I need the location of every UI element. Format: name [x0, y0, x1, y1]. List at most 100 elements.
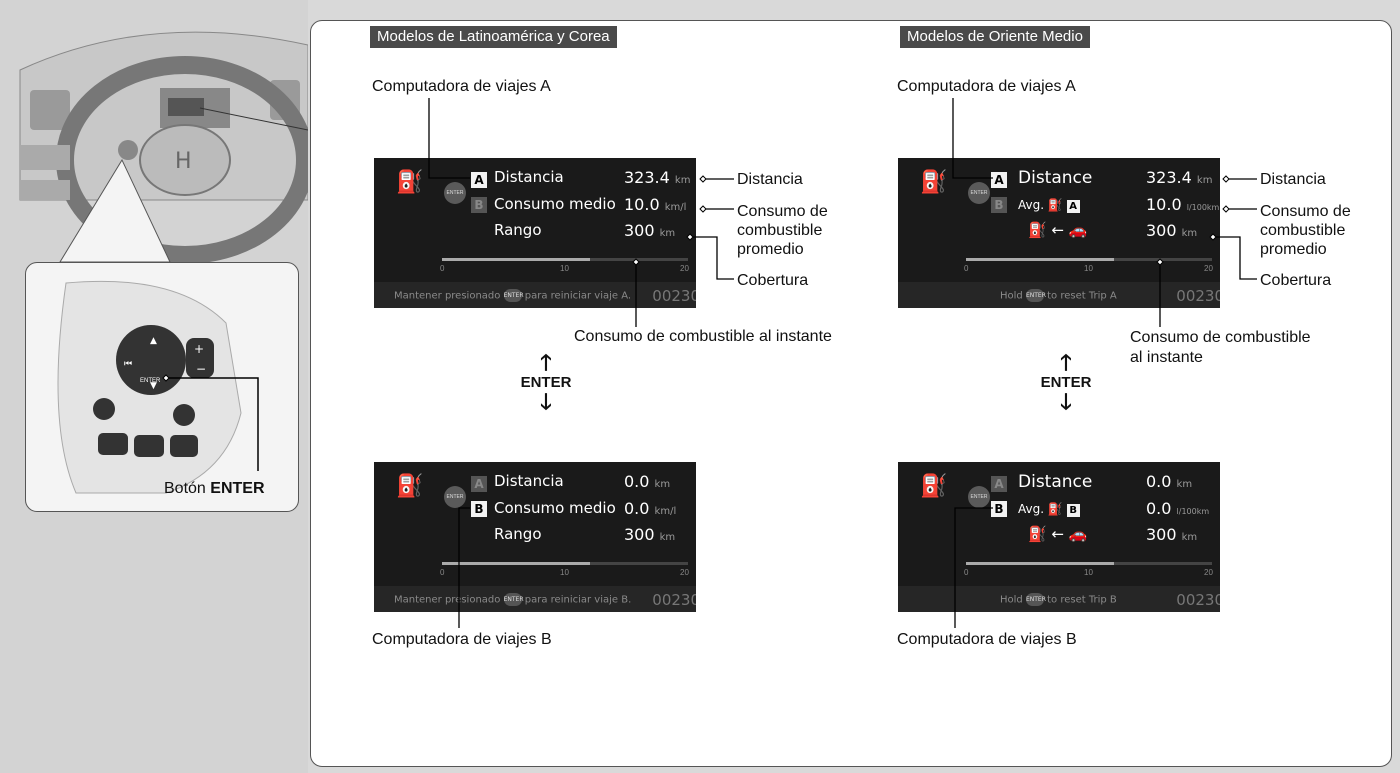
dashboard-illustration: H — [19, 31, 314, 264]
trip-b-title-mideast: Computadora de viajes B — [897, 631, 1077, 648]
range-number: 300 — [1146, 221, 1177, 240]
range-label: Rango — [494, 221, 542, 239]
home-icon — [173, 404, 195, 426]
up-arrow-icon: ▲ — [150, 336, 157, 346]
instant-consumption-bar — [966, 562, 1212, 565]
left-arrow-icon: ← — [1051, 221, 1065, 239]
distance-label: Distancia — [494, 168, 564, 186]
car-icon: 🚗 — [1068, 221, 1088, 239]
enter-icon: ENTER — [968, 182, 990, 204]
trip-b-indicator: B — [991, 501, 1007, 517]
range-value: 300 km — [624, 525, 675, 544]
tick-20: 20 — [1204, 264, 1213, 273]
enter-switch-closeup: ▲ ▼ ⏮ + − ENTER Botón ENTER — [25, 262, 299, 512]
range-unit: km — [659, 228, 676, 239]
instant-consumption-fill — [966, 258, 1114, 261]
trip-a-title-mideast: Computadora de viajes A — [897, 78, 1076, 95]
steering-illustration-panel: H ▲ ▼ ⏮ + − ENTER Botón ENTER — [0, 0, 314, 773]
reset-hint-pre: Hold — [1000, 594, 1023, 606]
range-value: 300 km — [624, 221, 675, 240]
avg-consumption-value: 10.0 l/100km — [1146, 195, 1219, 214]
trip-b-indicator: B — [471, 197, 487, 213]
trip-a-indicator: A — [471, 476, 487, 492]
trip-b-screen-mideast: ⛽ ENTER A B Distance 0.0 km Avg. ⛽ B 0.0… — [898, 462, 1220, 612]
tick-20: 20 — [680, 264, 689, 273]
steering-switch-icon — [118, 140, 138, 160]
enter-chip-icon: ENTER — [1025, 289, 1046, 302]
reset-hint: Mantener presionado ENTER para reiniciar… — [374, 586, 696, 612]
enter-icon: ENTER — [968, 486, 990, 508]
distance-value: 323.4 km — [624, 168, 690, 187]
reset-hint-post: to reset Trip A — [1047, 290, 1117, 302]
trip-b-indicator: B — [991, 197, 1007, 213]
avg-consumption-unit: km/l — [664, 202, 687, 213]
odometer: 00230 — [1176, 287, 1220, 305]
reset-hint-post: para reiniciar viaje B. — [524, 594, 632, 606]
cluster-display-icon — [168, 98, 204, 116]
avg-consumption-value: 10.0 km/l — [624, 195, 686, 214]
enter-button-caption-text: Botón — [164, 480, 206, 497]
callout-instant-2-mideast: al instante — [1130, 349, 1203, 366]
reset-hint: Hold ENTER to reset Trip B 00230 — [898, 586, 1220, 612]
phone-hangup-icon — [134, 435, 164, 457]
range-unit: km — [1181, 228, 1198, 239]
trip-b-badge: B — [1066, 504, 1080, 517]
instant-consumption-bar — [966, 258, 1212, 261]
trip-a-indicator: A — [471, 172, 487, 188]
callout-distance-latam: Distancia — [737, 171, 803, 188]
avg-consumption-number: 10.0 — [1146, 195, 1182, 214]
reset-hint-post: para reiniciar viaje A. — [524, 290, 632, 302]
fuel-pump-icon: ⛽ — [1047, 198, 1063, 212]
avg-consumption-value: 0.0 l/100km — [1146, 499, 1209, 518]
distance-number: 0.0 — [624, 472, 650, 491]
range-value: 300 km — [1146, 525, 1197, 544]
distance-value: 323.4 km — [1146, 168, 1212, 187]
down-arrow-icon: 🡓 — [540, 389, 552, 414]
car-icon: 🚗 — [1068, 525, 1088, 543]
enter-chip-icon: ENTER — [503, 289, 523, 302]
trip-a-indicator: A — [991, 172, 1007, 188]
avg-consumption-number: 10.0 — [624, 195, 660, 214]
enter-toggle-mideast: 🡑 ENTER 🡓 — [1022, 352, 1110, 413]
callout-consumption-1-mideast: Consumo de — [1260, 203, 1351, 220]
trip-computer-panel — [310, 20, 1392, 767]
enter-toggle-label: ENTER — [520, 374, 572, 391]
range-icons: ⛽ ← 🚗 — [1028, 525, 1088, 543]
distance-label: Distancia — [494, 472, 564, 490]
honda-logo-icon: H — [175, 149, 192, 174]
up-arrow-icon: 🡑 — [1060, 350, 1072, 375]
distance-label: Distance — [1018, 168, 1093, 188]
enter-icon: ENTER — [444, 486, 466, 508]
avg-consumption-number: 0.0 — [1146, 499, 1172, 518]
reset-hint-pre: Hold — [1000, 290, 1023, 302]
odometer: 00230 — [1176, 591, 1220, 609]
trip-a-screen-latam: ⛽ ENTER A B Distancia 323.4 km Consumo m… — [374, 158, 696, 308]
callout-distance-mideast: Distancia — [1260, 171, 1326, 188]
avg-consumption-number: 0.0 — [624, 499, 650, 518]
tick-10: 10 — [1084, 568, 1093, 577]
distance-unit: km — [654, 479, 671, 490]
region-tag-latam: Modelos de Latinoamérica y Corea — [370, 26, 617, 48]
distance-number: 323.4 — [1146, 168, 1192, 187]
instant-consumption-bar — [442, 562, 688, 565]
tick-0: 0 — [964, 568, 969, 577]
up-arrow-icon: 🡑 — [540, 350, 552, 375]
distance-value: 0.0 km — [1146, 472, 1192, 491]
avg-label: Avg. — [1018, 198, 1045, 212]
volume-rocker — [186, 338, 214, 378]
avg-consumption-unit: l/100km — [1176, 507, 1210, 516]
volume-down-icon: − — [196, 362, 206, 376]
avg-consumption-value: 0.0 km/l — [624, 499, 676, 518]
tick-0: 0 — [440, 568, 445, 577]
trip-a-title-latam: Computadora de viajes A — [372, 78, 551, 95]
odometer: 00230 — [652, 287, 696, 305]
range-unit: km — [1181, 532, 1198, 543]
avg-label: Avg. — [1018, 502, 1045, 516]
reset-hint-pre: Mantener presionado — [394, 290, 501, 302]
reset-hint-pre: Mantener presionado — [394, 594, 501, 606]
region-tag-mideast: Modelos de Oriente Medio — [900, 26, 1090, 48]
enter-toggle-label: ENTER — [1040, 374, 1092, 391]
range-label: Rango — [494, 525, 542, 543]
trip-b-title-latam: Computadora de viajes B — [372, 631, 552, 648]
fuel-pump-icon: ⛽ — [396, 170, 424, 195]
